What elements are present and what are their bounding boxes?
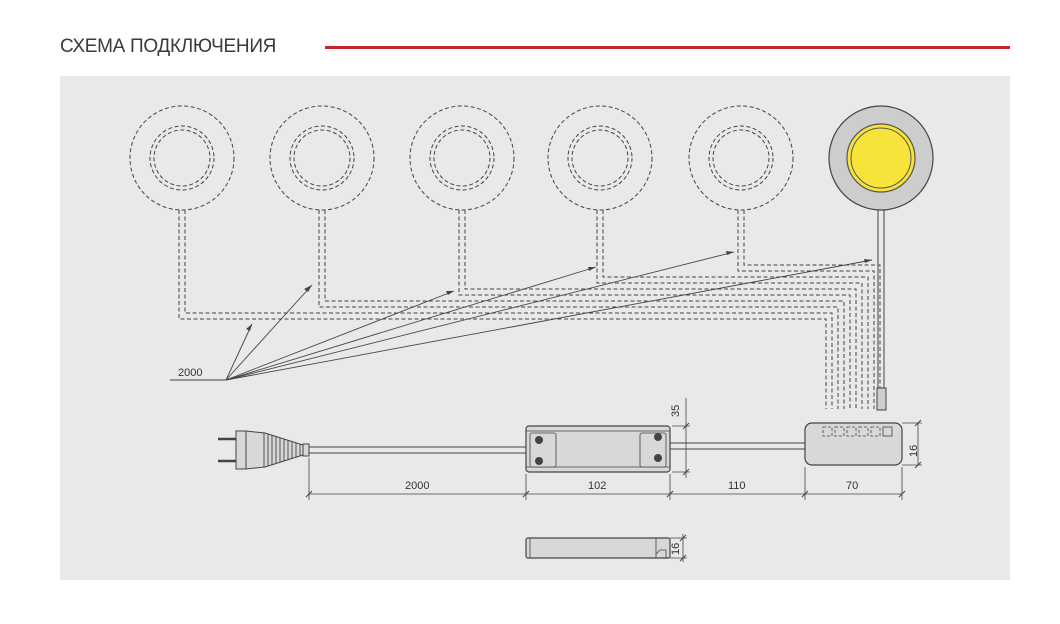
dashed-cables [178,210,881,409]
dimension-ticks [305,419,922,562]
diagram-panel: 2000 [60,76,1010,580]
downlight-outline-icon [547,105,653,211]
driver-side-view [525,537,671,559]
output-cable [670,442,805,450]
dimension-label: 102 [588,480,606,492]
dimension-label: 35 [670,405,682,417]
section-header: СХЕМА ПОДКЛЮЧЕНИЯ [60,33,1010,61]
plug-icon [218,430,310,470]
leader-arrowheads [246,251,872,331]
downlight-lit-icon [828,105,934,211]
dimension-label: 2000 [405,480,429,492]
leader-lines [170,251,873,381]
downlight-outline-icon [269,105,375,211]
dimension-label: 16 [670,543,682,555]
dimension-label: 70 [846,480,858,492]
dimension-label: 16 [908,445,920,457]
splitter-icon [804,422,903,466]
downlight-outline-icon [409,105,515,211]
wiring-diagram: 2000 [60,76,1010,580]
dimension-label: 110 [728,480,746,492]
lamp-cable [876,210,887,411]
dimension-label: 2000 [178,367,202,379]
downlight-outline-icon [129,105,235,211]
power-cable [309,446,526,454]
downlight-outline-icon [688,105,794,211]
title-rule [325,46,1010,49]
driver-icon [525,425,671,473]
section-title: СХЕМА ПОДКЛЮЧЕНИЯ [60,36,277,57]
